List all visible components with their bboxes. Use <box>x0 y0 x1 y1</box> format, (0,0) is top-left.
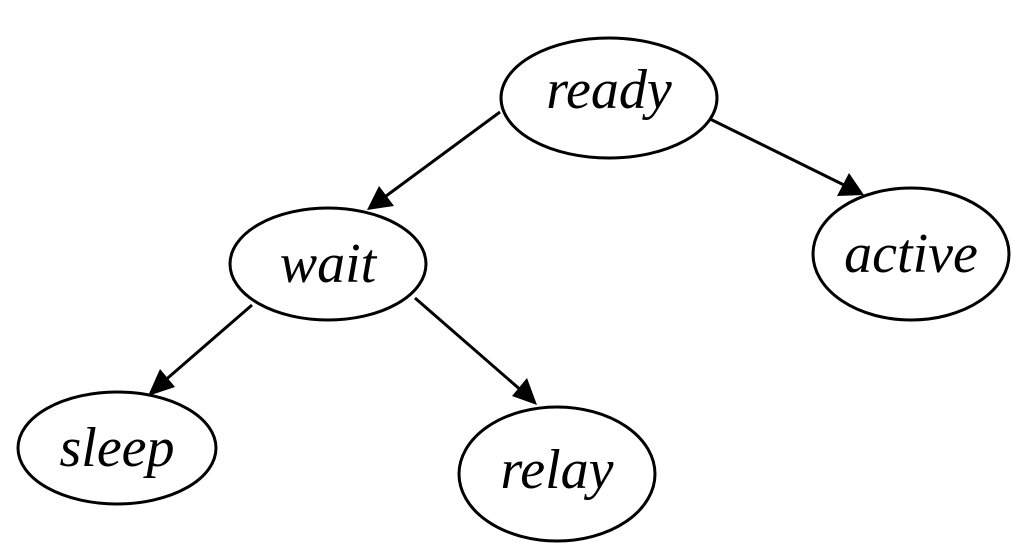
node-relay-shape <box>457 405 657 543</box>
node-active: active <box>811 186 1011 322</box>
edge-ready-active-arrowhead <box>837 173 864 196</box>
edge-ready-wait-arrowhead <box>367 186 394 210</box>
edge-ready-active <box>707 116 864 196</box>
node-relay: relay <box>457 405 657 543</box>
node-sleep-label: sleep <box>59 417 174 479</box>
edge-wait-sleep-arrowhead <box>148 369 175 396</box>
edge-wait-relay <box>414 296 537 405</box>
node-sleep-shape <box>16 390 218 506</box>
edge-ready-wait <box>367 110 501 210</box>
node-sleep: sleep <box>16 390 218 506</box>
node-wait: wait <box>228 206 428 322</box>
edge-ready-active-line <box>707 116 847 188</box>
node-ready-label: ready <box>546 59 672 121</box>
node-wait-label: wait <box>280 233 378 295</box>
edge-ready-wait-line <box>381 110 501 201</box>
node-ready-shape <box>499 36 719 160</box>
edge-wait-relay-arrowhead <box>512 378 537 405</box>
node-relay-label: relay <box>501 439 614 501</box>
node-ready: ready <box>499 36 719 160</box>
edge-wait-sleep <box>148 303 253 396</box>
edge-wait-relay-line <box>414 296 524 394</box>
edge-wait-sleep-line <box>161 303 253 385</box>
node-active-shape <box>811 186 1011 322</box>
node-wait-shape <box>228 206 428 322</box>
node-active-label: active <box>844 223 978 285</box>
